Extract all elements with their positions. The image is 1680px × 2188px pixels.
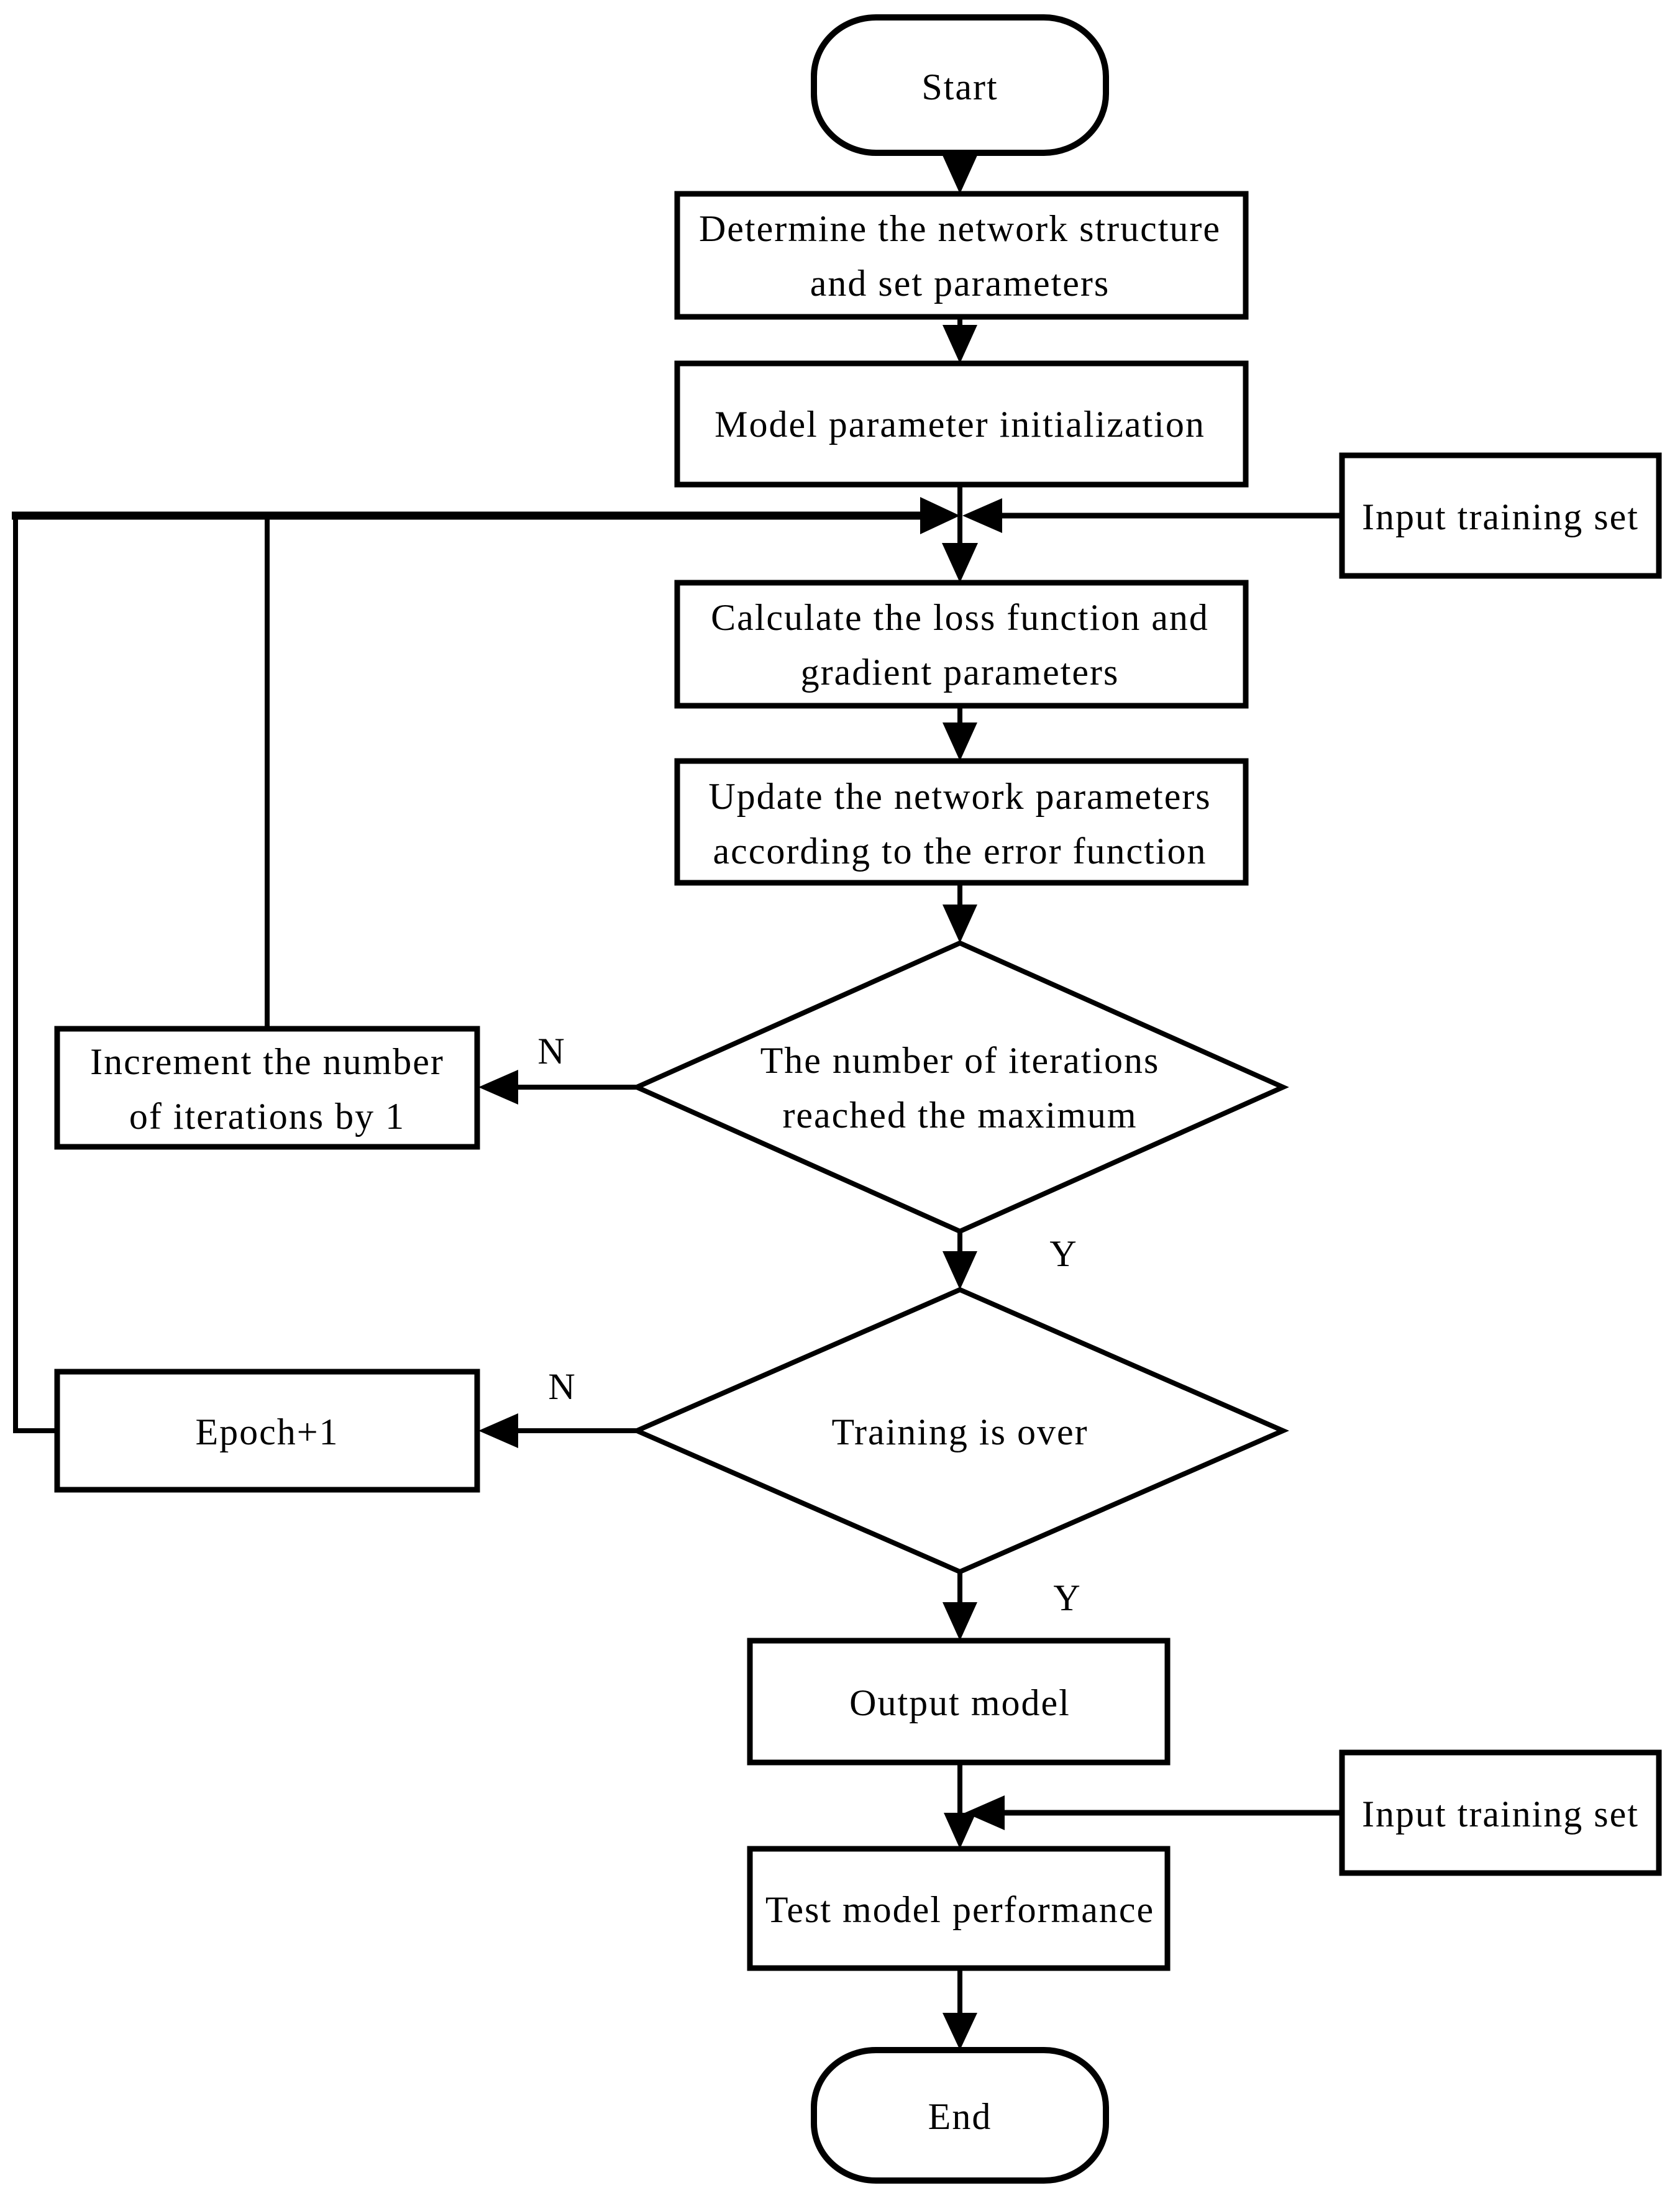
arrowhead-down xyxy=(943,905,977,943)
arrowhead-left xyxy=(962,498,1002,533)
update-label-line1: Update the network parameters xyxy=(708,776,1211,817)
edge-calculate-update xyxy=(943,706,977,761)
arrowhead-down xyxy=(944,1813,976,1849)
node-epoch-increment: Epoch+1 xyxy=(54,1369,480,1493)
update-label-line2: according to the error function xyxy=(713,831,1207,872)
process-box xyxy=(54,1369,480,1493)
edge-determine-init xyxy=(943,317,977,363)
end-label: End xyxy=(928,2096,992,2137)
process-box xyxy=(747,1638,1171,1766)
node-determine-structure: Determine the network structure and set … xyxy=(674,191,1249,320)
edge-input-top-junction xyxy=(962,498,1342,533)
node-update-parameters: Update the network parameters according … xyxy=(674,758,1249,886)
arrowhead-down xyxy=(943,325,977,363)
io-box xyxy=(1339,452,1662,579)
process-box xyxy=(54,1026,480,1150)
test-label: Test model performance xyxy=(765,1889,1154,1930)
node-input-training-top: Input training set xyxy=(1339,452,1662,579)
arrowhead-left xyxy=(478,1070,518,1105)
node-iterations-decision: The number of iterations reached the max… xyxy=(631,940,1289,1234)
edge-iterations-yes-training xyxy=(943,1231,977,1290)
process-box xyxy=(674,360,1249,488)
arrowhead-down xyxy=(943,1251,977,1290)
determine-label-line1: Determine the network structure xyxy=(699,208,1221,249)
increment-label-line1: Increment the number xyxy=(90,1041,444,1082)
edge-init-calculate xyxy=(942,485,978,583)
node-calculate-loss: Calculate the loss function and gradient… xyxy=(674,580,1249,709)
edge-training-yes-output xyxy=(943,1572,977,1641)
process-box xyxy=(674,758,1249,886)
edge-test-end xyxy=(943,1968,977,2050)
training-decision-label: Training is over xyxy=(831,1411,1088,1452)
edge-training-no-epoch xyxy=(478,1413,637,1448)
process-box xyxy=(747,1846,1171,1971)
iterations-decision-line1: The number of iterations xyxy=(760,1040,1160,1081)
edge-start-determine xyxy=(943,153,977,194)
arrowhead-down xyxy=(943,1602,977,1641)
start-terminator-shape xyxy=(811,14,1109,156)
epoch-label: Epoch+1 xyxy=(195,1411,339,1452)
process-box xyxy=(674,580,1249,709)
label-iterations-yes: Y xyxy=(1049,1233,1077,1274)
edge-input-bottom-junction xyxy=(965,1795,1342,1830)
decision-diamond xyxy=(631,1287,1289,1575)
input-training-top-label: Input training set xyxy=(1362,496,1639,537)
node-model-initialization: Model parameter initialization xyxy=(674,360,1249,488)
label-training-yes: Y xyxy=(1053,1577,1081,1618)
node-start: Start xyxy=(811,14,1109,156)
decision-diamond xyxy=(631,940,1289,1234)
arrowhead-down xyxy=(943,155,977,194)
edge-epoch-feedback xyxy=(13,512,57,1433)
edge-feedback-into-junction xyxy=(12,497,960,534)
node-end: End xyxy=(811,2047,1109,2184)
process-box xyxy=(674,191,1249,320)
node-input-training-bottom: Input training set xyxy=(1339,1749,1662,1876)
calculate-label-line1: Calculate the loss function and xyxy=(711,597,1209,638)
edge-iterations-no-increment xyxy=(478,1070,637,1105)
calculate-label-line2: gradient parameters xyxy=(801,652,1120,693)
node-test-performance: Test model performance xyxy=(747,1846,1171,1971)
node-increment-iterations: Increment the number of iterations by 1 xyxy=(54,1026,480,1150)
arrowhead-left xyxy=(478,1413,518,1448)
label-iterations-no: N xyxy=(537,1031,565,1072)
iterations-decision-line2: reached the maximum xyxy=(782,1095,1137,1136)
node-output-model: Output model xyxy=(747,1638,1171,1766)
edge-output-test xyxy=(944,1762,976,1849)
io-box xyxy=(1339,1749,1662,1876)
init-label: Model parameter initialization xyxy=(714,404,1205,445)
start-label: Start xyxy=(921,66,998,107)
label-training-no: N xyxy=(548,1366,576,1407)
arrowhead-down xyxy=(942,543,978,583)
arrowhead-right xyxy=(920,497,960,534)
output-model-label: Output model xyxy=(849,1682,1071,1723)
increment-label-line2: of iterations by 1 xyxy=(129,1096,405,1137)
end-terminator-shape xyxy=(811,2047,1109,2184)
node-training-decision: Training is over xyxy=(631,1287,1289,1575)
determine-label-line2: and set parameters xyxy=(810,263,1110,304)
input-training-bottom-label: Input training set xyxy=(1362,1794,1639,1835)
arrowhead-left xyxy=(965,1795,1005,1830)
arrowhead-down xyxy=(943,722,977,761)
edge-update-iterations xyxy=(943,883,977,943)
arrowhead-down xyxy=(943,2013,977,2050)
